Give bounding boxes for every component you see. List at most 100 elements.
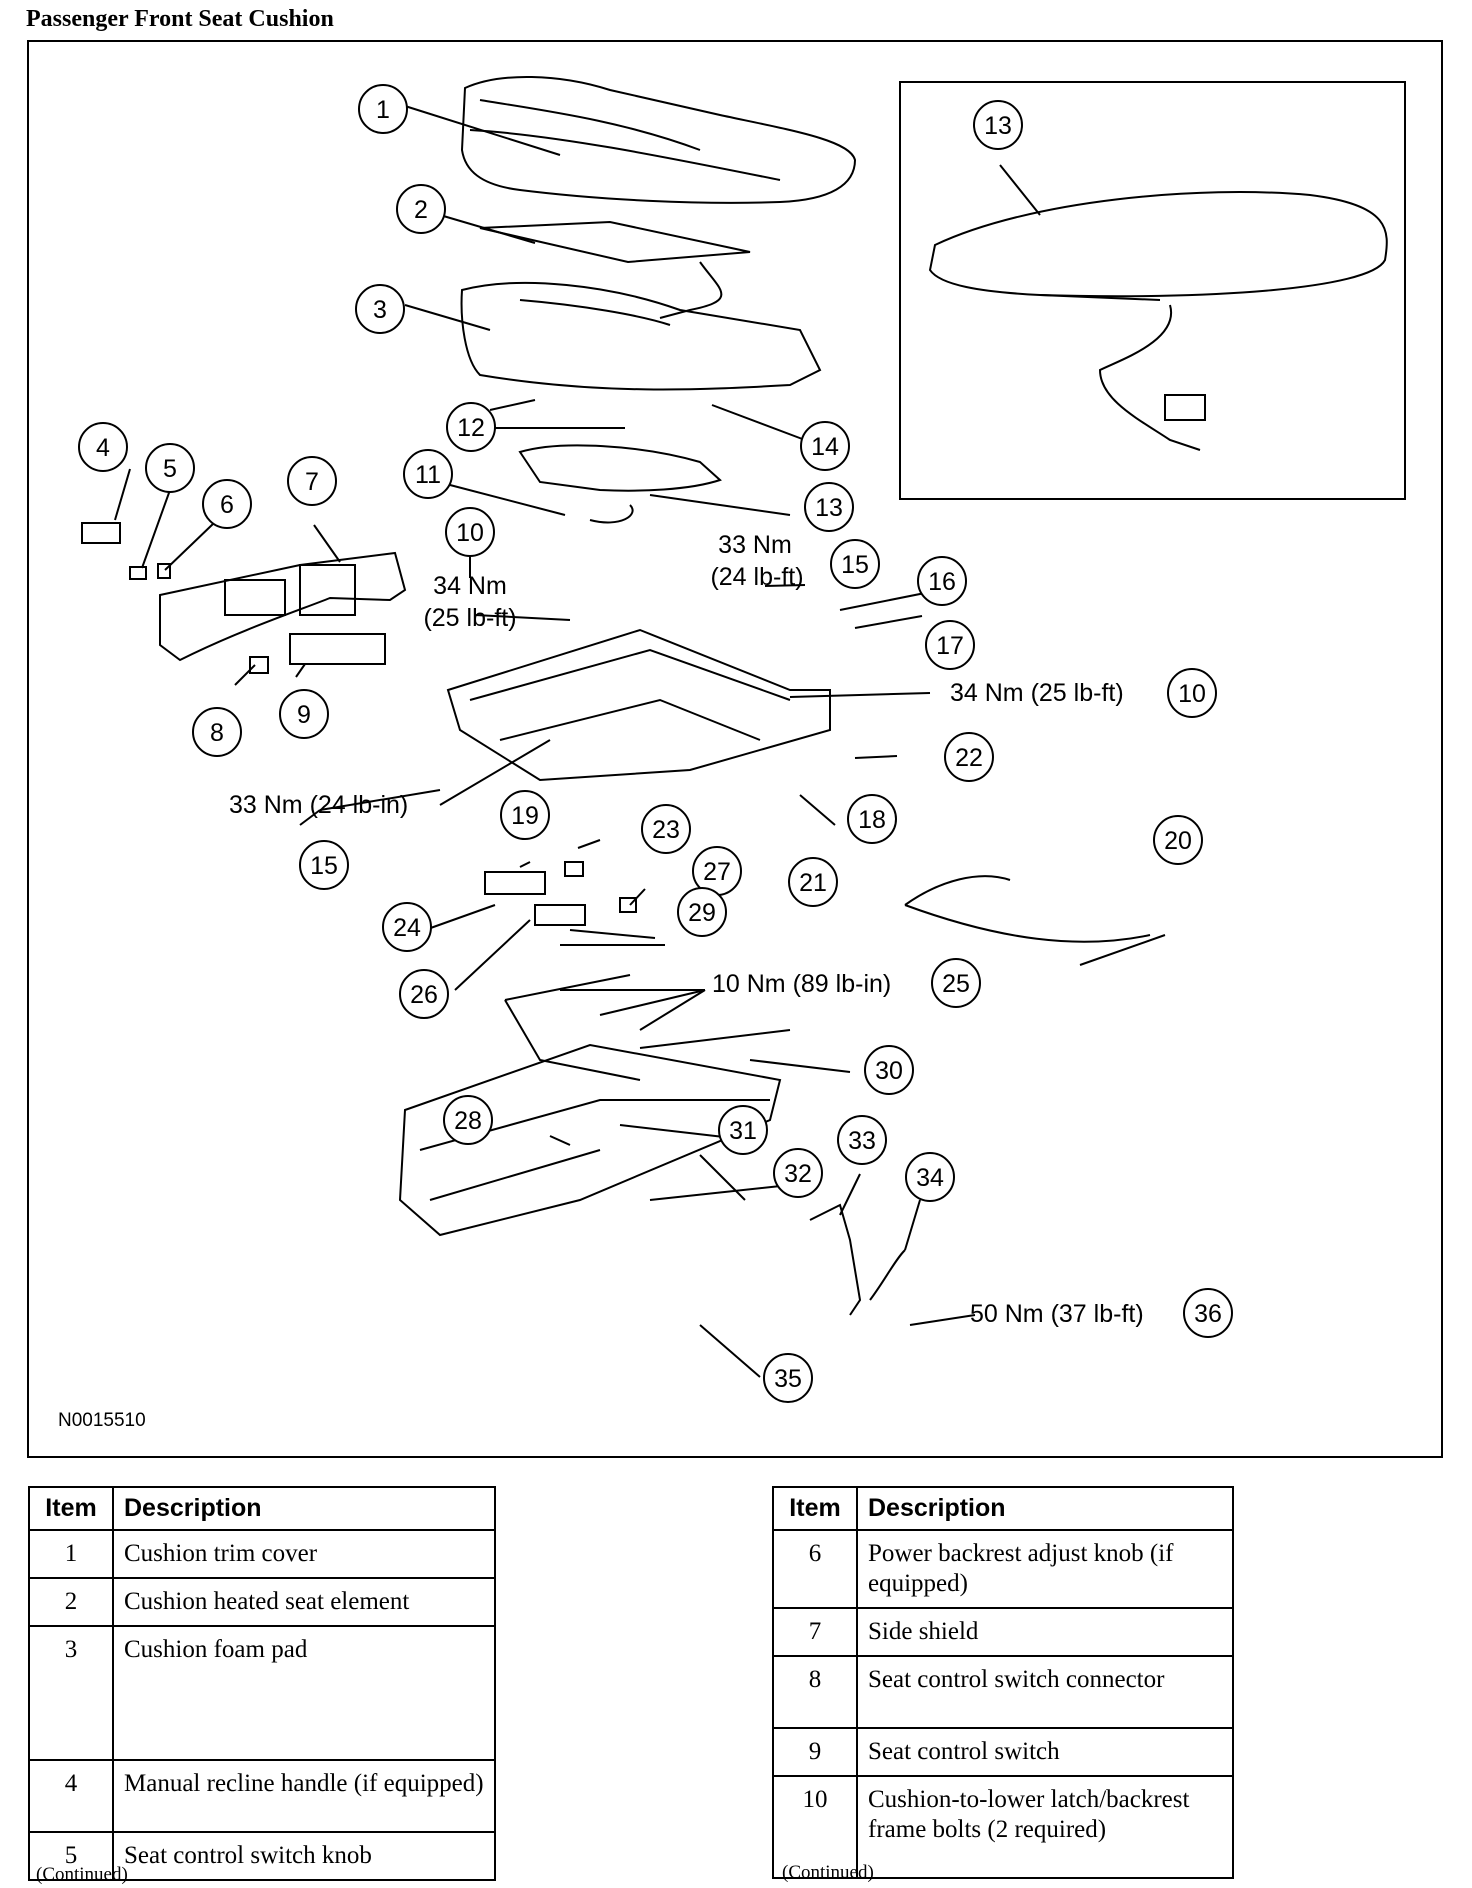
callout-12: 12 xyxy=(446,402,496,452)
torque-label: 10 Nm (89 lb-in) xyxy=(712,970,891,998)
torque-label: (24 lb-ft) xyxy=(710,563,803,591)
item-description: Side shield xyxy=(856,1607,1234,1657)
foam-pad-part xyxy=(460,281,822,391)
backrest-knob-part xyxy=(157,563,171,579)
continued-label-right: (Continued) xyxy=(782,1862,874,1883)
callout-circle xyxy=(763,1353,813,1403)
torque-label: (25 lb-ft) xyxy=(423,604,516,632)
callout-circle xyxy=(355,284,405,334)
callout-16: 16 xyxy=(917,556,967,606)
callout-number: 30 xyxy=(875,1057,903,1085)
items-table-left: Item Description 1 Cushion trim cover 2 … xyxy=(28,1486,496,1881)
seat-track-part xyxy=(398,1043,782,1237)
callout-number: 22 xyxy=(955,744,983,772)
callout-circle xyxy=(399,969,449,1019)
item-description: Cushion heated seat element xyxy=(112,1577,496,1627)
item-description: Seat control switch connector xyxy=(856,1655,1234,1729)
callout-circle xyxy=(279,689,329,739)
callout-circle xyxy=(773,1148,823,1198)
callout-number: 36 xyxy=(1194,1300,1222,1328)
callout-22: 22 xyxy=(944,732,994,782)
callout-circle xyxy=(931,958,981,1008)
callout-33: 33 xyxy=(837,1115,887,1165)
figure-id: N0015510 xyxy=(58,1410,146,1431)
torque-label: 34 Nm xyxy=(433,572,507,600)
callout-26: 26 xyxy=(399,969,449,1019)
callout-17: 17 xyxy=(925,620,975,670)
item-number: 7 xyxy=(772,1607,858,1657)
cushion-trim-cover-part xyxy=(460,75,857,204)
table-row: 6 Power backrest adjust knob (if equippe… xyxy=(772,1529,1234,1609)
callout-circle xyxy=(905,1152,955,1202)
callout-36: 36 xyxy=(1183,1288,1233,1338)
callout-number: 12 xyxy=(457,414,485,442)
callout-11: 11 xyxy=(403,449,453,499)
callout-25: 25 xyxy=(931,958,981,1008)
torque-label: 33 Nm xyxy=(718,531,792,559)
callout-14: 14 xyxy=(800,421,850,471)
callout-31: 31 xyxy=(718,1105,768,1155)
callout-circle xyxy=(718,1105,768,1155)
callout-circle xyxy=(396,184,446,234)
callout-number: 16 xyxy=(928,568,956,596)
callout-23: 23 xyxy=(641,804,691,854)
item-number: 5 xyxy=(28,1831,114,1881)
callout-2: 2 xyxy=(396,184,446,234)
callout-circle xyxy=(804,482,854,532)
item-number: 3 xyxy=(28,1625,114,1761)
module-26-part xyxy=(534,904,586,926)
callout-15: 15 xyxy=(830,539,880,589)
callout-circle xyxy=(445,507,495,557)
callout-number: 28 xyxy=(454,1107,482,1135)
callout-number: 35 xyxy=(774,1365,802,1393)
callout-circle xyxy=(202,479,252,529)
item-header: Item xyxy=(28,1486,114,1531)
cable-part xyxy=(904,875,1166,966)
callout-35: 35 xyxy=(763,1353,813,1403)
callout-1: 1 xyxy=(358,84,408,134)
callout-24: 24 xyxy=(382,902,432,952)
callout-13: 13 xyxy=(973,100,1023,150)
item-description: Manual recline handle (if equipped) xyxy=(112,1759,496,1833)
callout-circle xyxy=(299,840,349,890)
callout-number: 6 xyxy=(220,491,234,519)
callout-number: 13 xyxy=(984,112,1012,140)
table-row: 1 Cushion trim cover xyxy=(28,1529,496,1579)
connector-34-part xyxy=(869,1249,906,1301)
torque-label: 50 Nm (37 lb-ft) xyxy=(970,1300,1144,1328)
callout-19: 19 xyxy=(500,790,550,840)
callout-number: 26 xyxy=(410,981,438,1009)
callout-number: 31 xyxy=(729,1117,757,1145)
callout-32: 32 xyxy=(773,1148,823,1198)
callout-27: 27 xyxy=(692,846,742,896)
table-row: 4 Manual recline handle (if equipped) xyxy=(28,1759,496,1833)
callout-circle xyxy=(925,620,975,670)
torque-label: 33 Nm (24 lb-in) xyxy=(229,791,408,819)
callout-number: 10 xyxy=(1178,680,1206,708)
table-row: 3 Cushion foam pad xyxy=(28,1625,496,1761)
callout-10: 10 xyxy=(445,507,495,557)
callout-9: 9 xyxy=(279,689,329,739)
item-number: 4 xyxy=(28,1759,114,1833)
callout-circle xyxy=(677,887,727,937)
callout-13: 13 xyxy=(804,482,854,532)
table-row: 10 Cushion-to-lower latch/backrest frame… xyxy=(772,1775,1234,1879)
callout-circle xyxy=(1183,1288,1233,1338)
callout-8: 8 xyxy=(192,707,242,757)
seatbelt-buckle-part xyxy=(809,1203,862,1316)
callout-29: 29 xyxy=(677,887,727,937)
callout-number: 20 xyxy=(1164,827,1192,855)
page-title: Passenger Front Seat Cushion xyxy=(26,6,334,32)
callout-circle xyxy=(287,456,337,506)
actuator-part xyxy=(504,974,791,1081)
callout-20: 20 xyxy=(1153,815,1203,865)
callout-circle xyxy=(358,84,408,134)
callout-28: 28 xyxy=(443,1095,493,1145)
table-row: 5 Seat control switch knob xyxy=(28,1831,496,1881)
callout-number: 13 xyxy=(815,494,843,522)
torque-label: 34 Nm (25 lb-ft) xyxy=(950,679,1124,707)
item-description: Cushion trim cover xyxy=(112,1529,496,1579)
callout-circle xyxy=(382,902,432,952)
item-description: Power backrest adjust knob (if equipped) xyxy=(856,1529,1234,1609)
recline-handle-part xyxy=(81,522,121,544)
